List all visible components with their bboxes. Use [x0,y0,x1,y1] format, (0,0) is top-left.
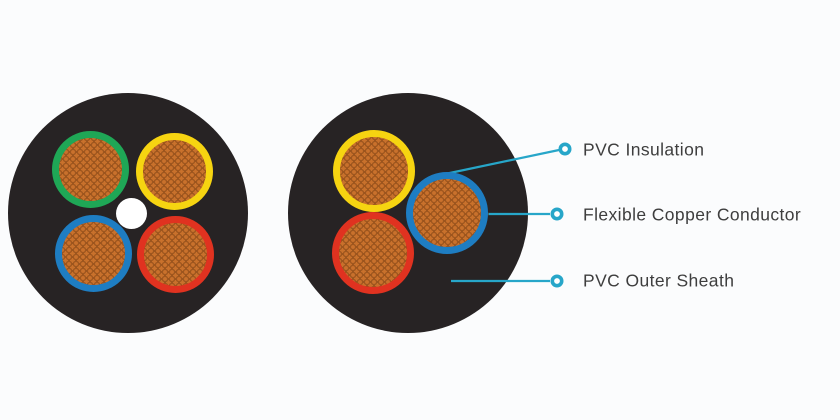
cable-four-core [8,93,248,333]
core-green-insulated-conductor [52,131,129,208]
core-yellow-insulated-conductor [136,133,213,210]
core-blue-insulated-conductor [406,172,488,254]
cable-three-core [288,93,528,333]
bullet-ring-icon-pvc-insulation [558,142,572,156]
core-blue-insulated-conductor [55,215,132,292]
label-pvc-outer-sheath: PVC Outer Sheath [583,270,735,291]
center-filler-circle [116,198,147,229]
core-red-insulated-conductor [332,212,414,294]
bullet-ring-icon-outer-sheath [550,274,564,288]
label-flexible-copper-conductor: Flexible Copper Conductor [583,204,802,225]
core-red-insulated-conductor [137,216,214,293]
label-pvc-insulation: PVC Insulation [583,139,705,160]
bullet-ring-icon-copper-conductor [550,207,564,221]
core-yellow-insulated-conductor [333,130,415,212]
